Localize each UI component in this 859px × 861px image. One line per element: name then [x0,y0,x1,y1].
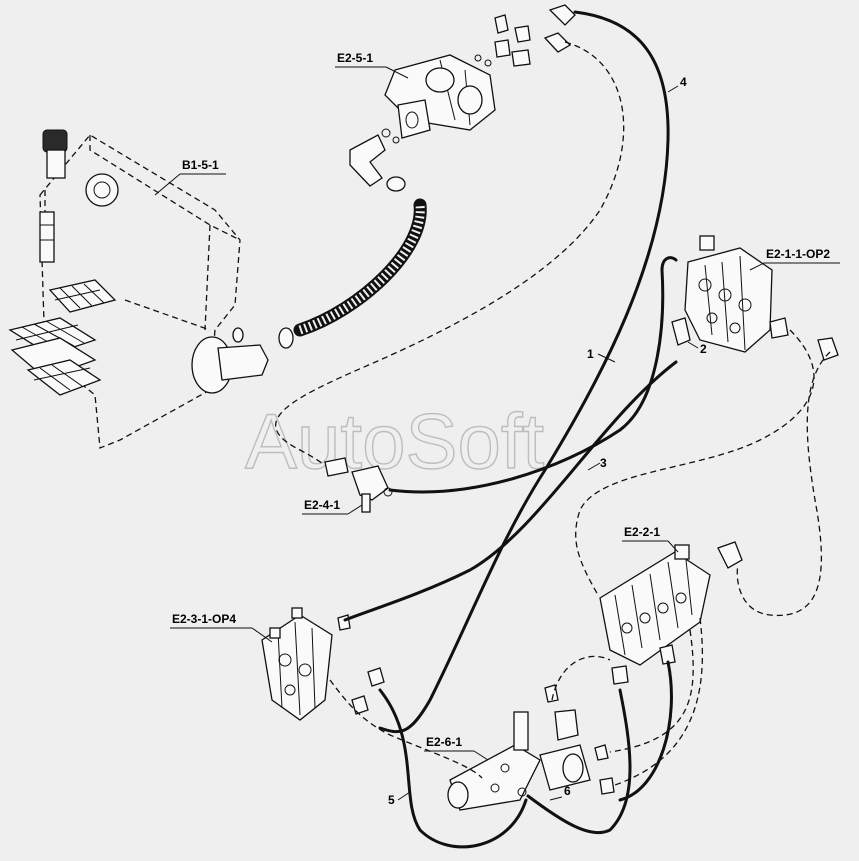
tee-fitting[interactable] [324,457,393,513]
hose-label-5: 5 [388,793,395,807]
label-tank: B1-5-1 [182,158,219,172]
suction-hose[interactable] [278,134,427,349]
dashed-line-front-right [736,351,831,617]
label-tee-fitting: E2-4-1 [304,498,340,512]
dashed-line-pump-tee [275,41,625,466]
dashed-line-valve-down [609,629,694,753]
label-valve-rear: E2-3-1-OP4 [172,612,236,626]
dashed-line-filter-up [551,655,611,701]
dashed-line-front-middle [575,329,815,596]
label-filter-block: E2-6-1 [426,735,462,749]
control-valve-rear[interactable] [261,607,385,721]
label-pump: E2-5-1 [337,51,373,65]
hose-label-3: 3 [600,456,607,470]
hose-label-2: 2 [700,342,707,356]
control-valve-middle[interactable] [599,541,743,685]
hose-4[interactable] [378,10,670,734]
hose-3[interactable] [343,360,678,622]
watermark: AutoSoft [245,397,545,485]
hose-label-4: 4 [680,75,687,89]
hose-5[interactable] [378,688,528,849]
hose-1[interactable] [388,256,678,494]
hose-6[interactable] [526,688,632,835]
hydraulic-tank[interactable] [8,129,269,449]
hose-label-1: 1 [587,347,594,361]
label-valve-front: E2-1-1-OP2 [766,247,830,261]
dashed-line-middle-filter [611,617,703,787]
label-valve-middle: E2-2-1 [624,525,660,539]
filter-block[interactable] [447,684,615,811]
control-valve-front[interactable] [671,235,839,361]
hose-middle-return[interactable] [618,660,673,802]
tank-steps [8,279,117,396]
hydraulic-pump[interactable] [381,4,576,144]
dashed-line-rear-filter [329,679,483,779]
hose-label-6: 6 [564,784,571,798]
